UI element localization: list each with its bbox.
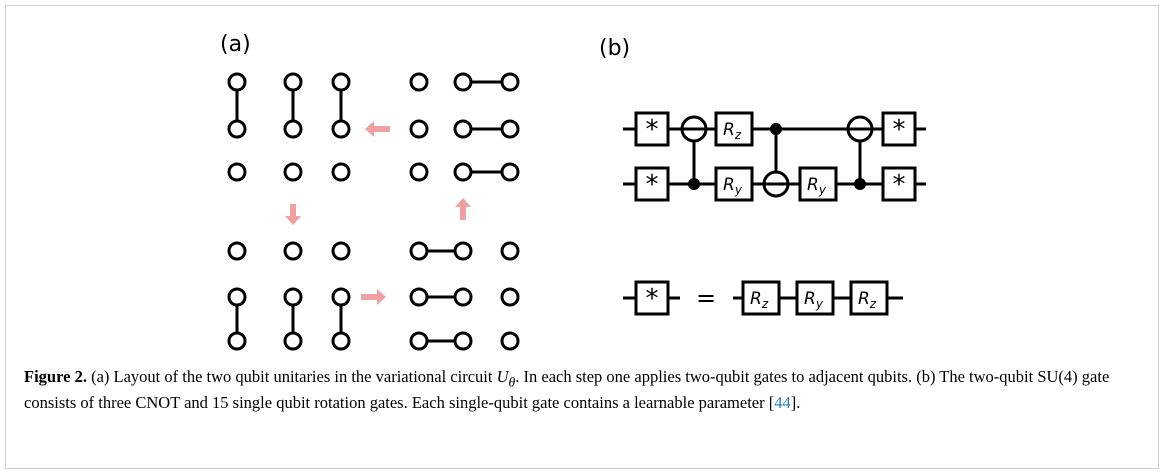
gate-base: R — [858, 289, 870, 309]
gate-labels: * * * * * = Rz Ry Ry Rz Ry Rz — [646, 115, 906, 314]
qubit — [227, 72, 247, 92]
qubit — [283, 162, 303, 182]
panel-a-label: (a) — [220, 32, 251, 57]
qubit — [409, 331, 429, 351]
arrow-right-icon — [361, 289, 386, 305]
star-gate-label: * — [893, 170, 906, 200]
caption-text-end: ]. — [790, 393, 801, 413]
step-arrows — [285, 121, 471, 305]
qubit — [331, 241, 351, 261]
qubit — [500, 287, 520, 307]
qubit — [331, 331, 351, 351]
citation-link[interactable]: 44 — [774, 393, 791, 413]
qubit — [500, 162, 520, 182]
lattice-top-right — [409, 72, 520, 182]
star-gate-label: * — [646, 115, 659, 145]
caption-symbol-subscript: θ — [508, 374, 516, 390]
arrow-down-icon — [285, 204, 301, 225]
qubit — [331, 72, 351, 92]
star-gate-box — [634, 111, 670, 147]
cnot-3-control — [854, 178, 866, 190]
star-gate-box — [881, 166, 917, 202]
qubit — [500, 331, 520, 351]
qubit — [227, 331, 247, 351]
gate-base: R — [723, 175, 735, 195]
gate-base: R — [723, 120, 735, 140]
qubit — [331, 119, 351, 139]
panel-a-lattices — [227, 72, 520, 351]
figure-container — [5, 5, 1159, 469]
caption-symbol-base: U — [496, 367, 509, 386]
qubit — [331, 162, 351, 182]
panel-b-label: (b) — [599, 36, 631, 61]
qubit — [409, 72, 429, 92]
qubit — [453, 331, 473, 351]
star-gate-label: * — [646, 170, 659, 200]
qubit — [283, 72, 303, 92]
qubit — [283, 331, 303, 351]
gate-base: R — [750, 289, 762, 309]
gate-sub: z — [761, 297, 769, 311]
qubit — [500, 72, 520, 92]
panel-b-circuit — [623, 111, 926, 316]
star-gate-label: * — [893, 115, 906, 145]
qubit — [227, 162, 247, 182]
qubit — [283, 119, 303, 139]
caption-text-1: (a) Layout of the two qubit unitaries in… — [86, 367, 497, 386]
qubit — [453, 72, 473, 92]
star-gate-box — [634, 280, 670, 316]
qubit — [409, 241, 429, 261]
lattice-bottom-left — [227, 241, 351, 351]
caption-text-2: . In each step one applies two-qubit gat… — [24, 367, 1110, 413]
cnot-2-control — [770, 123, 782, 135]
cnot-1-control — [688, 178, 700, 190]
ry-gate-box — [795, 280, 835, 316]
qubit — [453, 287, 473, 307]
ry-gate-label: Ry — [723, 175, 743, 197]
gate-sub: y — [818, 183, 827, 197]
gate-base: R — [807, 175, 819, 195]
ry-gate-label: Ry — [804, 289, 824, 311]
figure-caption: Figure 2. (a) Layout of the two qubit un… — [24, 366, 1144, 413]
lattice-top-left — [227, 72, 351, 182]
qubit — [409, 287, 429, 307]
qubit — [409, 119, 429, 139]
star-gate-label: * — [646, 284, 659, 314]
ry-gate-box — [714, 166, 754, 202]
rz-gate-label: Rz — [750, 289, 769, 311]
qubit — [227, 287, 247, 307]
qubit — [453, 241, 473, 261]
rz-gate-label: Rz — [858, 289, 877, 311]
star-gate-box — [881, 111, 917, 147]
arrow-up-icon — [455, 198, 471, 220]
qubit — [409, 162, 429, 182]
gate-sub: y — [815, 297, 824, 311]
qubit — [331, 287, 351, 307]
ry-gate-label: Ry — [807, 175, 827, 197]
qubit — [283, 241, 303, 261]
arrow-left-icon — [365, 121, 390, 137]
rz-gate-box — [849, 280, 889, 316]
lattice-bottom-right — [409, 241, 520, 351]
gate-sub: y — [734, 183, 743, 197]
gate-sub: z — [734, 128, 742, 142]
rz-gate-label: Rz — [723, 120, 742, 142]
qubit — [227, 119, 247, 139]
gate-sub: z — [869, 297, 877, 311]
qubit — [283, 287, 303, 307]
rz-gate-box — [741, 280, 781, 316]
gate-base: R — [804, 289, 816, 309]
qubit — [227, 241, 247, 261]
qubit — [500, 119, 520, 139]
qubit — [453, 119, 473, 139]
figure-number: Figure 2. — [24, 367, 87, 386]
ry-gate-box — [798, 166, 838, 202]
star-gate-box — [634, 166, 670, 202]
qubit — [453, 162, 473, 182]
rz-gate-box — [714, 111, 754, 147]
qubit — [500, 241, 520, 261]
equals-sign: = — [696, 284, 716, 312]
caption-symbol: Uθ — [496, 367, 516, 390]
